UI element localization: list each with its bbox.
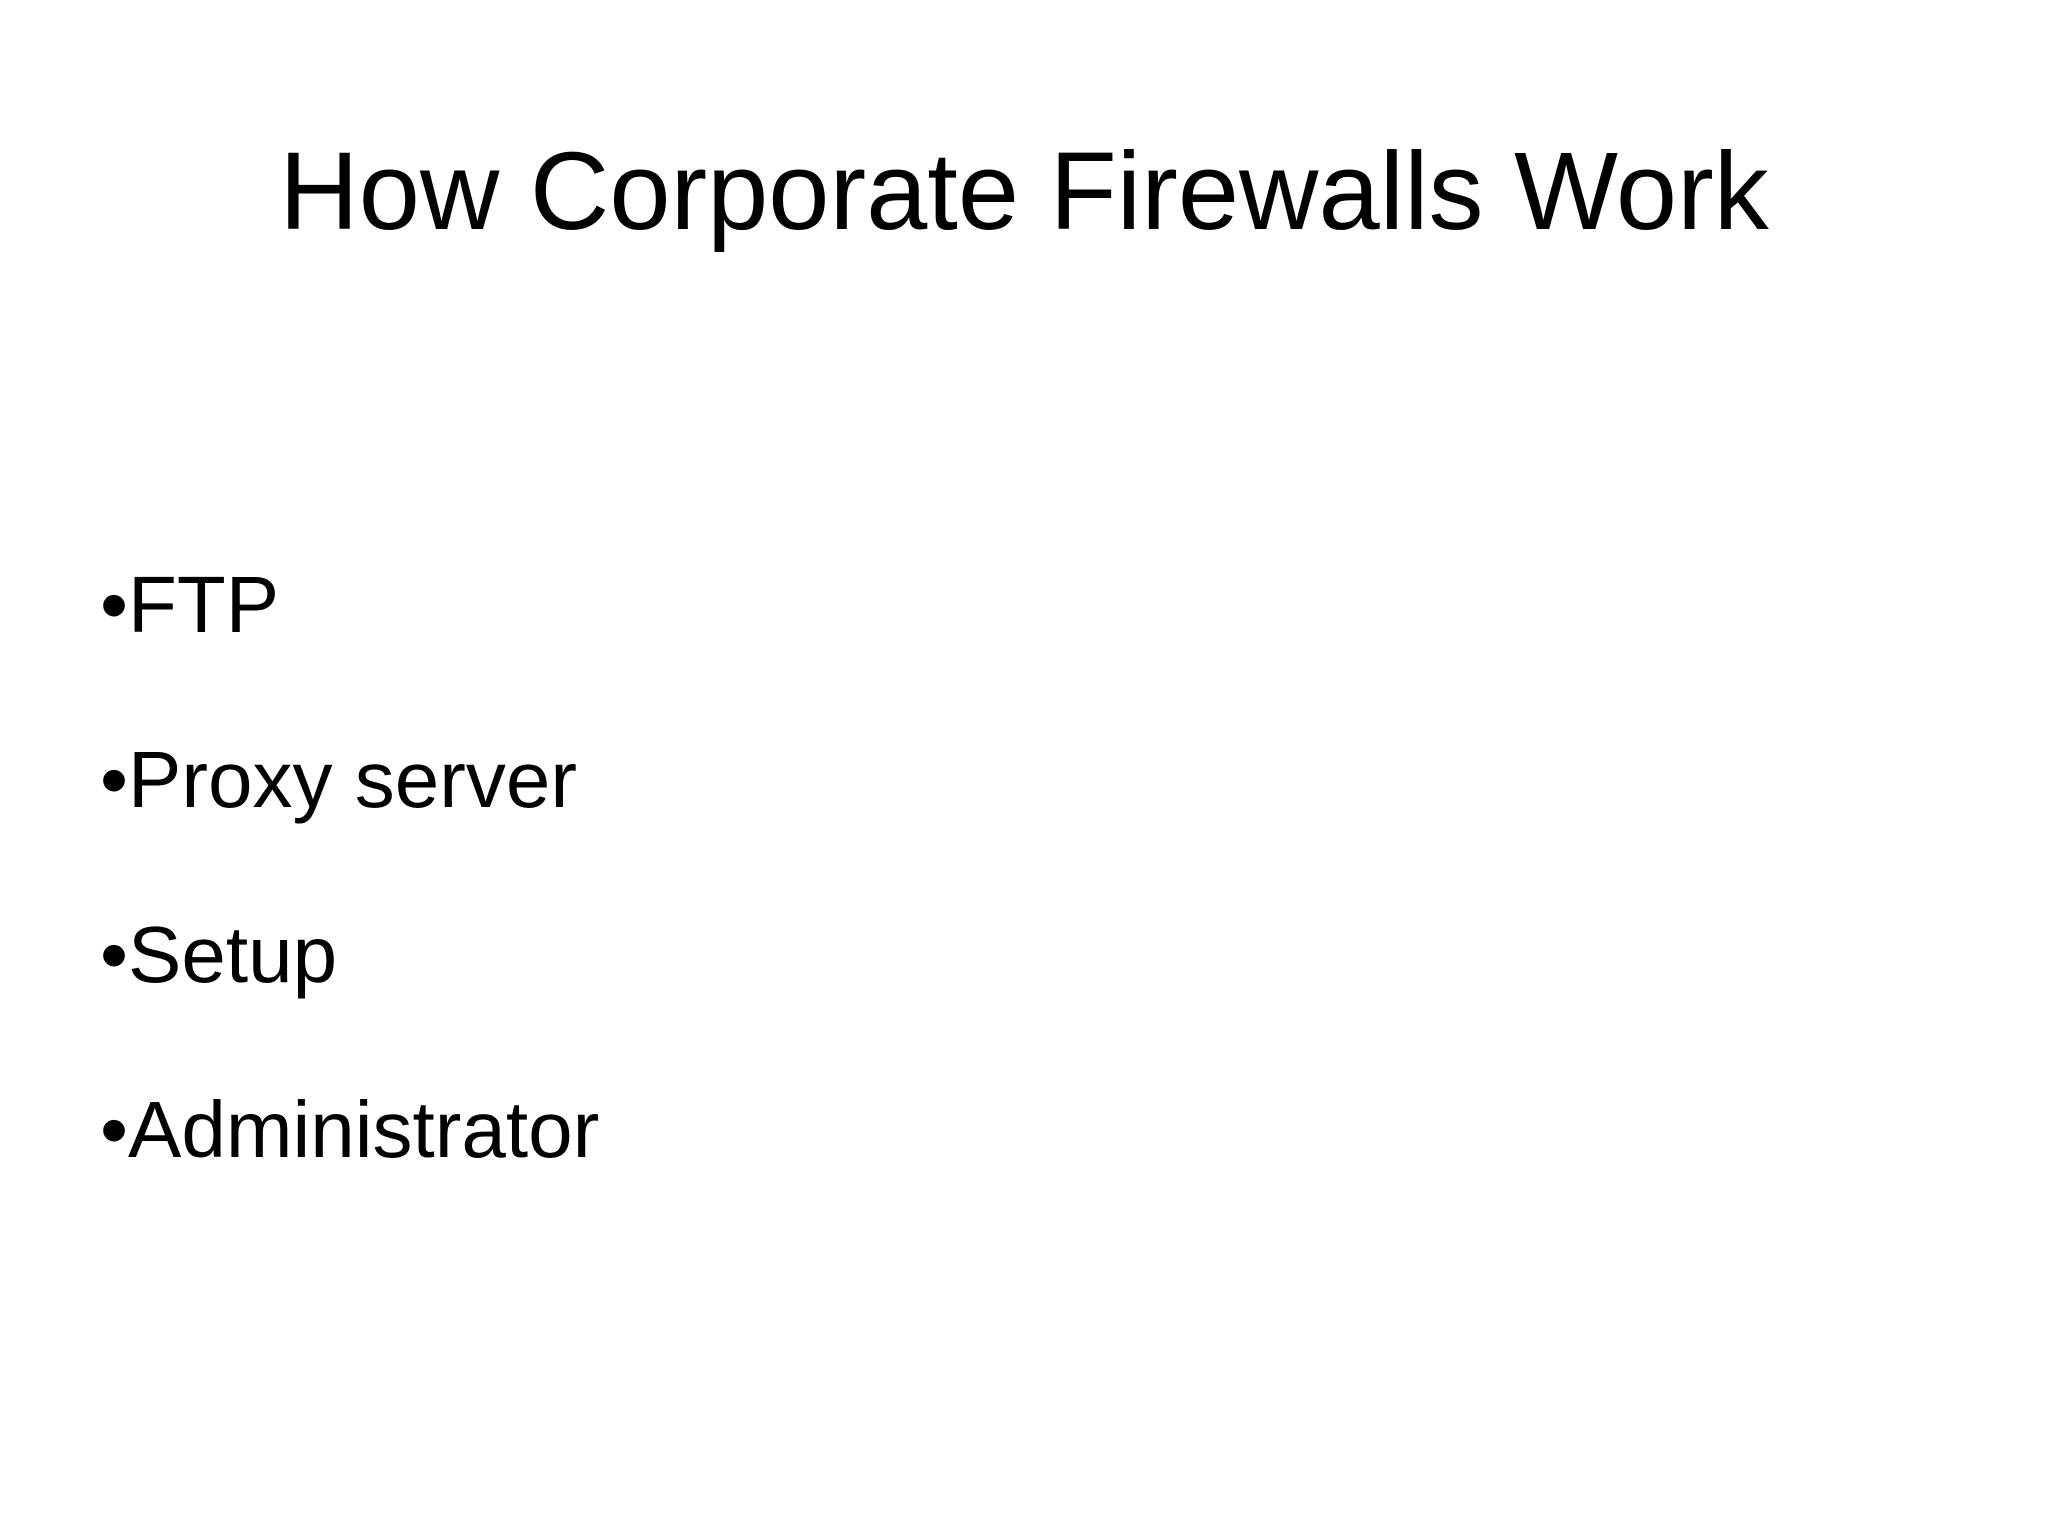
bullet-list: •FTP •Proxy server •Setup •Administrator [100,565,1968,1265]
bullet-text: Setup [128,910,338,999]
bullet-item: •Setup [100,915,1968,995]
bullet-text: Administrator [128,1085,600,1174]
bullet-text: Proxy server [128,735,577,824]
bullet-marker: • [100,910,129,999]
bullet-item: •Proxy server [100,740,1968,820]
bullet-marker: • [100,1085,129,1174]
bullet-marker: • [100,735,129,824]
bullet-text: FTP [128,560,280,649]
slide-title: How Corporate Firewalls Work [279,130,1769,253]
bullet-item: •Administrator [100,1090,1968,1170]
bullet-item: •FTP [100,565,1968,645]
bullet-marker: • [100,560,129,649]
